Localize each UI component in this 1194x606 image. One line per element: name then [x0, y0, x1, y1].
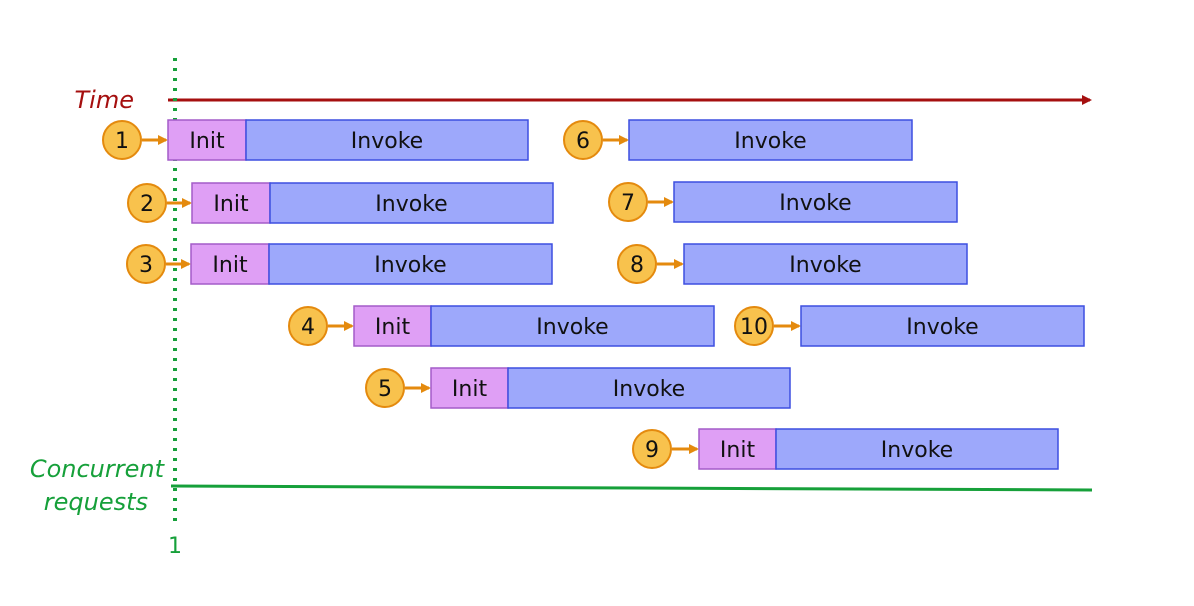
time-axis-label: Time: [75, 86, 134, 114]
request-row-3: 3 Init Invoke: [126, 243, 553, 285]
init-label-2: Init: [213, 192, 249, 217]
request-number-10: 10: [740, 315, 768, 340]
request-row-10: 10 Invoke: [734, 305, 1085, 347]
init-label-3: Init: [212, 253, 248, 278]
request-number-1: 1: [115, 129, 129, 154]
invoke-phase-8: [683, 243, 968, 285]
request-number-4: 4: [301, 315, 315, 340]
request-row-6: 6 Invoke: [563, 119, 913, 161]
request-row-8: 8 Invoke: [617, 243, 968, 285]
init-phase-1: [167, 119, 247, 161]
init-label-9: Init: [720, 438, 756, 463]
invoke-label-7: Invoke: [779, 191, 851, 216]
invoke-phase-5: [507, 367, 791, 409]
request-badge-2: [127, 183, 167, 223]
request-badge-3: [126, 244, 166, 284]
request-badge-4: [288, 306, 328, 346]
invoke-phase-4: [430, 305, 715, 347]
request-number-5: 5: [378, 377, 392, 402]
request-row-4: 4 Init Invoke: [288, 305, 715, 347]
invoke-label-8: Invoke: [789, 253, 861, 278]
request-row-5: 5 Init Invoke: [365, 367, 791, 409]
request-badge-8: [617, 244, 657, 284]
invoke-phase-1: [245, 119, 529, 161]
invoke-phase-3: [268, 243, 553, 285]
request-row-9: 9 Init Invoke: [632, 428, 1059, 470]
request-badge-10: [734, 306, 774, 346]
request-badge-6: [563, 120, 603, 160]
request-badge-7: [608, 182, 648, 222]
invoke-label-6: Invoke: [734, 129, 806, 154]
concurrency-count-label: 1: [168, 534, 182, 559]
request-number-3: 3: [139, 253, 153, 278]
invoke-label-4: Invoke: [536, 315, 608, 340]
init-phase-3: [190, 243, 270, 285]
invoke-phase-7: [673, 181, 958, 223]
init-label-5: Init: [452, 377, 488, 402]
request-number-2: 2: [140, 192, 154, 217]
request-number-6: 6: [576, 129, 590, 154]
invoke-phase-6: [628, 119, 913, 161]
request-row-1: 1 Init Invoke: [102, 119, 529, 161]
init-phase-5: [430, 367, 509, 409]
init-label-1: Init: [189, 129, 225, 154]
request-number-7: 7: [621, 191, 635, 216]
invoke-label-3: Invoke: [374, 253, 446, 278]
request-number-9: 9: [645, 438, 659, 463]
invoke-label-10: Invoke: [906, 315, 978, 340]
request-badge-1: [102, 120, 142, 160]
request-number-8: 8: [630, 253, 644, 278]
invoke-label-9: Invoke: [881, 438, 953, 463]
request-row-2: 2 Init Invoke: [127, 182, 554, 224]
request-badge-9: [632, 429, 672, 469]
invoke-phase-10: [800, 305, 1085, 347]
concurrent-requests-line: [170, 484, 1093, 492]
request-row-7: 7 Invoke: [608, 181, 958, 223]
init-label-4: Init: [375, 315, 411, 340]
invoke-label-5: Invoke: [613, 377, 685, 402]
init-phase-9: [698, 428, 777, 470]
invoke-phase-2: [269, 182, 554, 224]
concurrent-requests-label-line2: requests: [44, 488, 148, 516]
concurrent-requests-label-line1: Concurrent: [30, 455, 166, 483]
invoke-phase-9: [775, 428, 1059, 470]
invoke-label-1: Invoke: [351, 129, 423, 154]
invoke-label-2: Invoke: [375, 192, 447, 217]
request-badge-5: [365, 368, 405, 408]
